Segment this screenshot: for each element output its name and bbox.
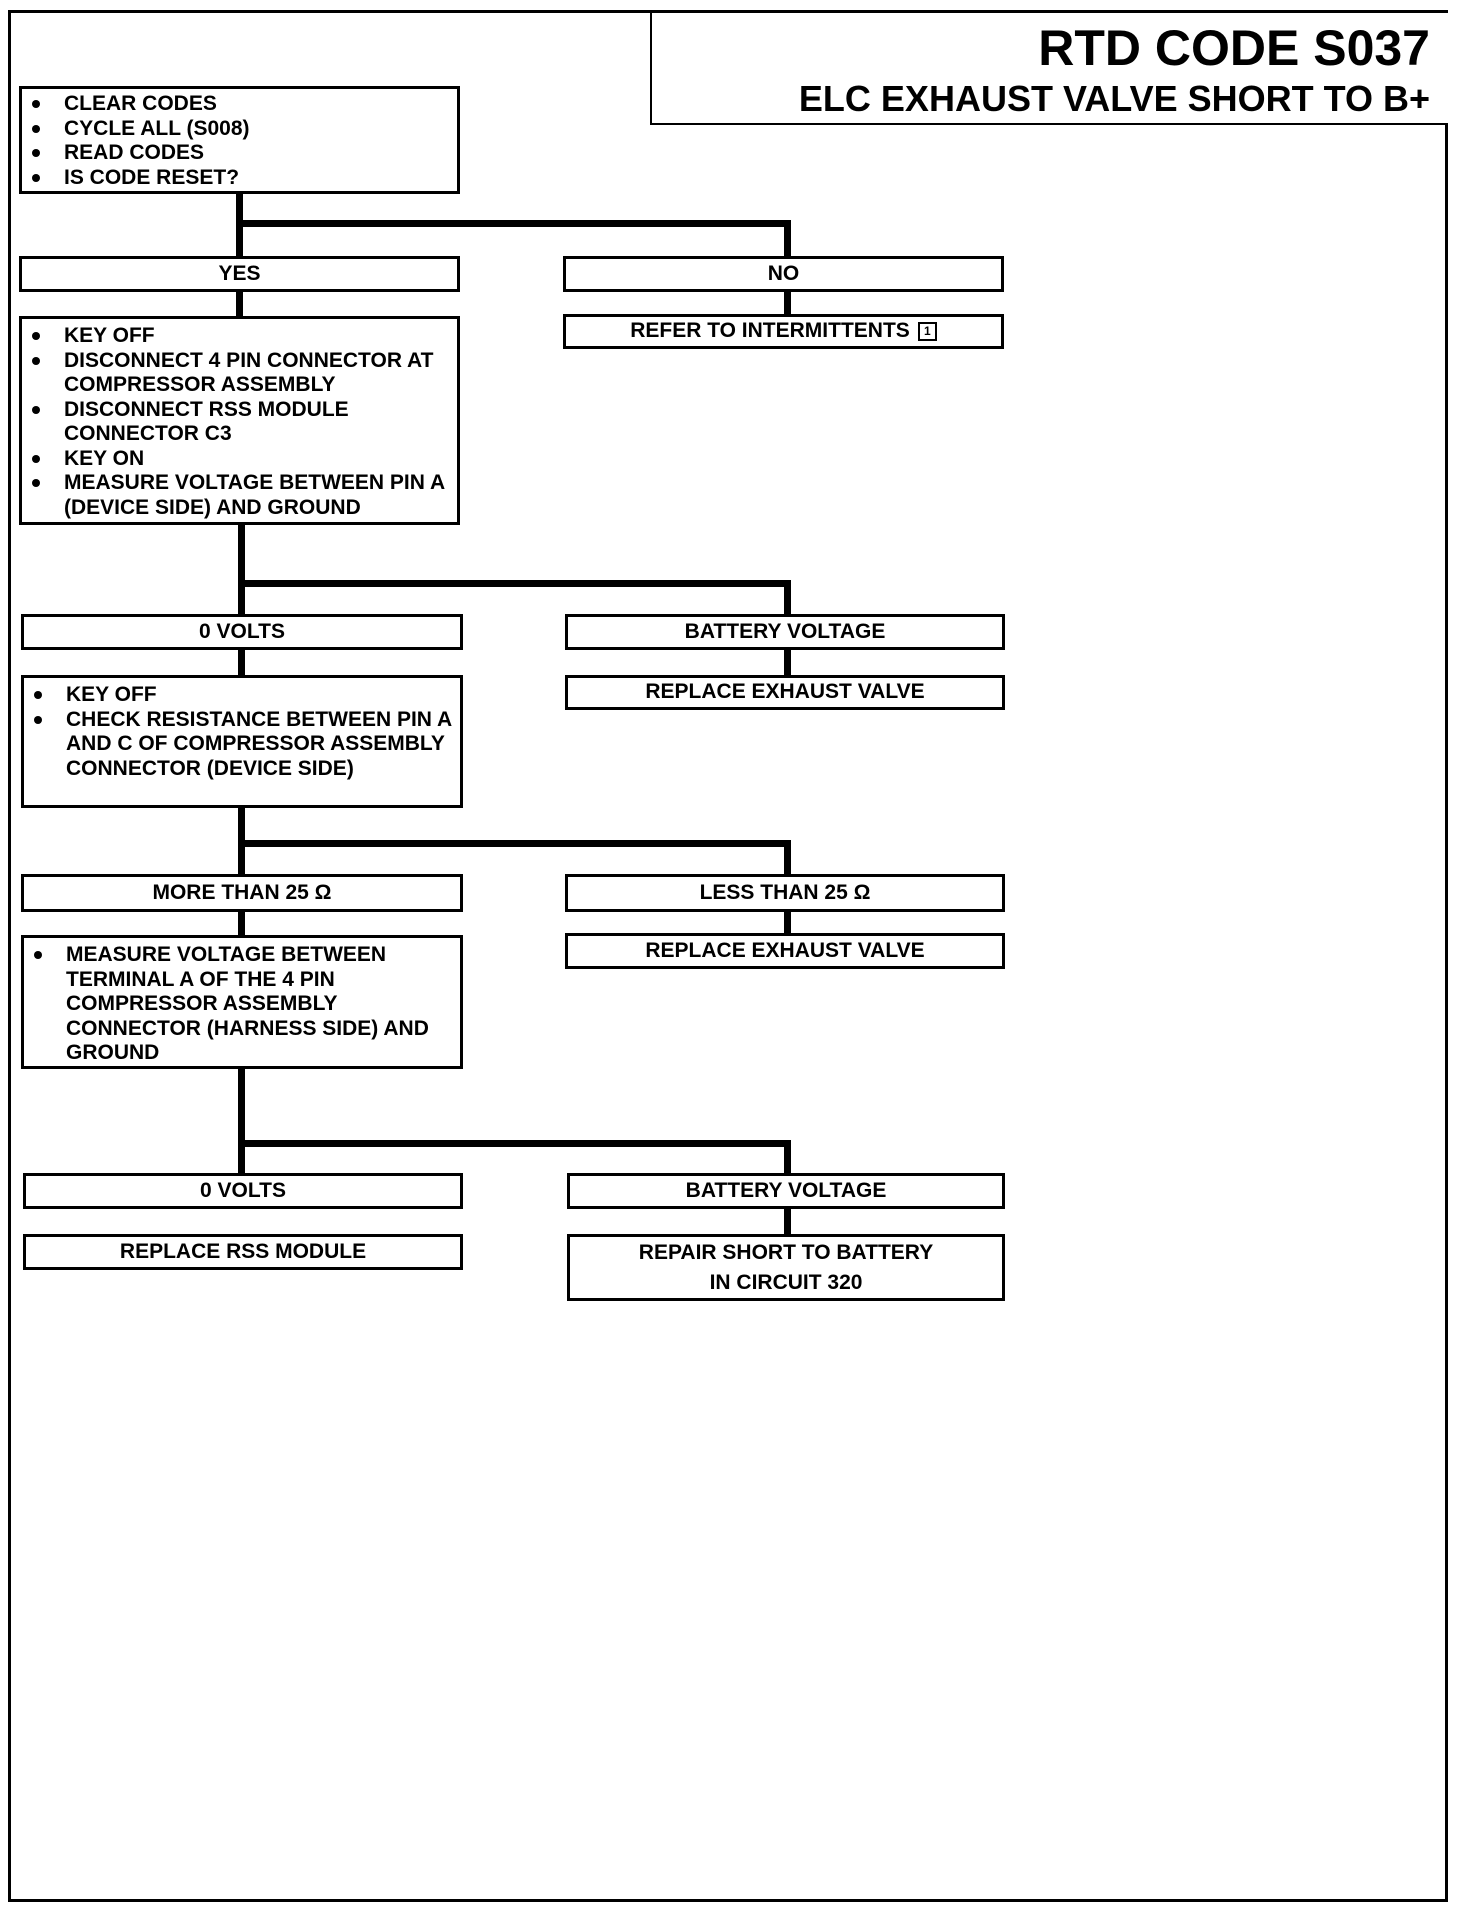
- connector-line: [784, 290, 791, 318]
- connector-line: [238, 648, 245, 678]
- connector-line: [784, 580, 791, 617]
- page-subtitle: ELC EXHAUST VALVE SHORT TO B+: [798, 78, 1430, 119]
- step-box-measure-voltage-terminal-a: MEASURE VOLTAGE BETWEEN TERMINAL A OF TH…: [21, 935, 463, 1069]
- repair-short-box: REPAIR SHORT TO BATTERY IN CIRCUIT 320: [567, 1234, 1005, 1301]
- step-item: DISCONNECT RSS MODULE CONNECTOR C3: [32, 398, 449, 447]
- no-label: NO: [767, 261, 800, 285]
- connector-line: [238, 525, 245, 617]
- step-item: KEY OFF: [34, 683, 452, 708]
- step-box-check-codes: CLEAR CODES CYCLE ALL (S008) READ CODES …: [19, 86, 460, 194]
- zero-volts-label-2: 0 VOLTS: [200, 1178, 286, 1202]
- connector-line: [238, 910, 245, 938]
- battery-voltage-label-box-2: BATTERY VOLTAGE: [567, 1173, 1005, 1209]
- step-box-check-resistance: KEY OFF CHECK RESISTANCE BETWEEN PIN A A…: [21, 675, 463, 808]
- yes-label: YES: [218, 261, 261, 285]
- zero-volts-label: 0 VOLTS: [199, 619, 285, 643]
- page-title: RTD CODE S037: [1038, 20, 1430, 76]
- less-than-25-ohm-label-box: LESS THAN 25 Ω: [565, 874, 1005, 912]
- step-item: KEY ON: [32, 447, 449, 472]
- step-item: READ CODES: [32, 141, 449, 166]
- connector-line: [784, 1140, 791, 1175]
- step-item: CYCLE ALL (S008): [32, 117, 449, 142]
- step-item: MEASURE VOLTAGE BETWEEN TERMINAL A OF TH…: [34, 943, 452, 1066]
- replace-exhaust-valve-label-2: REPLACE EXHAUST VALVE: [645, 938, 925, 962]
- refer-intermittents-label: REFER TO INTERMITTENTS: [630, 319, 910, 343]
- yes-label-box: YES: [19, 256, 460, 292]
- step-item: MEASURE VOLTAGE BETWEEN PIN A (DEVICE SI…: [32, 471, 449, 520]
- connector-line: [238, 1067, 245, 1175]
- connector-line: [784, 840, 791, 876]
- connector-line: [238, 840, 791, 847]
- no-label-box: NO: [563, 256, 1004, 292]
- replace-exhaust-valve-label: REPLACE EXHAUST VALVE: [645, 680, 925, 704]
- refer-intermittents-box: REFER TO INTERMITTENTS 1: [563, 314, 1004, 349]
- connector-line: [236, 220, 791, 227]
- connector-line: [784, 1207, 791, 1237]
- step-box-measure-voltage-pin-a: KEY OFF DISCONNECT 4 PIN CONNECTOR AT CO…: [19, 316, 460, 525]
- page-frame: [8, 10, 1448, 1902]
- refer-intermittents-text: REFER TO INTERMITTENTS 1: [630, 319, 937, 344]
- step-item: KEY OFF: [32, 324, 449, 349]
- more-than-25-ohm-label: MORE THAN 25 Ω: [152, 880, 332, 904]
- connector-line: [236, 290, 243, 320]
- battery-voltage-label-box: BATTERY VOLTAGE: [565, 614, 1005, 650]
- repair-short-line-2: IN CIRCUIT 320: [709, 1270, 863, 1294]
- battery-voltage-label-2: BATTERY VOLTAGE: [685, 1178, 887, 1202]
- title-block: RTD CODE S037 ELC EXHAUST VALVE SHORT TO…: [650, 13, 1448, 125]
- zero-volts-label-box: 0 VOLTS: [21, 614, 463, 650]
- replace-rss-module-label: REPLACE RSS MODULE: [119, 1239, 367, 1263]
- replace-exhaust-valve-box-2: REPLACE EXHAUST VALVE: [565, 933, 1005, 969]
- step-item: DISCONNECT 4 PIN CONNECTOR AT COMPRESSOR…: [32, 349, 449, 398]
- battery-voltage-label: BATTERY VOLTAGE: [684, 619, 886, 643]
- step-item: IS CODE RESET?: [32, 166, 449, 191]
- connector-line: [784, 910, 791, 936]
- zero-volts-label-box-2: 0 VOLTS: [23, 1173, 463, 1209]
- connector-line: [238, 580, 791, 587]
- repair-short-line-1: REPAIR SHORT TO BATTERY: [638, 1240, 934, 1264]
- replace-exhaust-valve-box: REPLACE EXHAUST VALVE: [565, 675, 1005, 710]
- step-item: CLEAR CODES: [32, 92, 449, 117]
- less-than-25-ohm-label: LESS THAN 25 Ω: [699, 880, 871, 904]
- reference-note-icon: 1: [917, 322, 937, 342]
- replace-rss-module-box: REPLACE RSS MODULE: [23, 1234, 463, 1270]
- connector-line: [784, 648, 791, 678]
- more-than-25-ohm-label-box: MORE THAN 25 Ω: [21, 874, 463, 912]
- connector-line: [784, 220, 791, 258]
- step-item: CHECK RESISTANCE BETWEEN PIN A AND C OF …: [34, 707, 452, 780]
- connector-line: [238, 1140, 791, 1147]
